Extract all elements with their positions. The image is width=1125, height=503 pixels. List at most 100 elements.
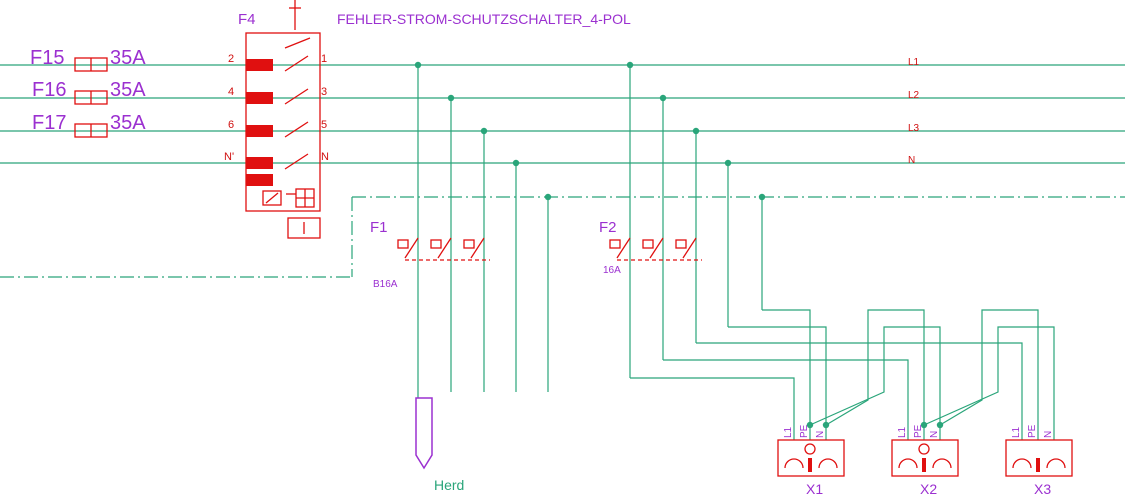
rcd-coil-3: [246, 125, 273, 137]
rcd-switch-5: [284, 153, 309, 170]
f1-trip-3: [463, 239, 475, 249]
rcd-relay: [262, 190, 282, 206]
fuse-f17-rating: 35A: [110, 112, 146, 134]
socket-x1-pin-l1: L1: [783, 426, 794, 438]
socket-x1-pe: [808, 458, 812, 472]
junction: [480, 127, 488, 135]
socket-x3-pe: [1036, 458, 1040, 472]
socket-x3-right: [1046, 458, 1066, 469]
left-fuses: F15 35A F16 35A F17 35A: [30, 47, 146, 138]
f1-switch-1: [404, 237, 419, 259]
bus-label-l3: L3: [908, 123, 920, 134]
rcd-f4: F4 FEHLER-STROM-SCHUTZSCHALTER_4-POL 2 4…: [224, 0, 631, 239]
socket-x2-pe: [922, 458, 926, 472]
n-link-x3: [923, 326, 1055, 440]
x1-l1-wire: [630, 377, 795, 440]
junction: [758, 193, 766, 201]
rcd-coil-5: [246, 174, 273, 186]
f2-trip-1: [609, 239, 621, 249]
f2-switch-2: [649, 237, 664, 259]
socket-x2-name: X2: [920, 481, 937, 497]
breaker-f1: F1 B16A: [370, 219, 490, 290]
breaker-f1-rating: B16A: [373, 279, 398, 290]
rcd-terminal-1: 1: [321, 53, 327, 65]
pe-wire: [762, 309, 811, 440]
socket-x2-pin-l1: L1: [897, 426, 908, 438]
rcd-title: FEHLER-STROM-SCHUTZSCHALTER_4-POL: [337, 11, 631, 27]
fuse-f15-rating: 35A: [110, 47, 146, 69]
rcd-switch-4: [284, 121, 309, 138]
rcd-coil-2: [246, 92, 273, 104]
n-link-x2: [809, 326, 941, 440]
rcd-switch-1: [284, 37, 311, 49]
rcd-terminal-5: 5: [321, 119, 327, 131]
breaker-f2: F2 16A: [599, 219, 702, 276]
breaker-f1-name: F1: [370, 219, 388, 236]
f2-switch-1: [616, 237, 631, 259]
socket-x2-earth: [918, 443, 930, 455]
f2-trip-3: [675, 239, 687, 249]
junction: [544, 193, 552, 201]
bus-label-l2: L2: [908, 90, 920, 101]
x2-l1-wire: [663, 359, 909, 440]
rcd-switch-2: [284, 55, 309, 72]
socket-x2-pin-pe: PE: [913, 424, 924, 438]
socket-x1: L1 PE N X1: [777, 424, 845, 497]
socket-x3-left: [1012, 458, 1032, 469]
tap-wires: [414, 61, 766, 398]
herd-symbol: [415, 397, 433, 470]
junction: [724, 159, 732, 167]
socket-wiring: [630, 309, 1055, 440]
rcd-switch-3: [284, 88, 309, 105]
socket-x2-right: [932, 458, 952, 469]
pe-link-x3: [939, 309, 1039, 440]
f2-trip-2: [642, 239, 654, 249]
fuse-f16-rating: 35A: [110, 79, 146, 101]
junction: [414, 61, 422, 69]
f1-trip-1: [397, 239, 409, 249]
socket-x3-name: X3: [1034, 481, 1051, 497]
junction: [822, 421, 830, 429]
rcd-coil-1: [246, 59, 273, 71]
rcd-coil-4: [246, 157, 273, 169]
junction: [936, 421, 944, 429]
breaker-f2-name: F2: [599, 219, 617, 236]
junction: [920, 421, 928, 429]
socket-x1-right: [818, 458, 838, 469]
junction: [512, 159, 520, 167]
socket-x3-pin-pe: PE: [1027, 424, 1038, 438]
socket-x1-earth: [804, 443, 816, 455]
bus-label-n: N: [908, 155, 915, 166]
bus-labels: L1 L2 L3 N: [908, 57, 920, 166]
rcd-terminal-n-prime: N': [224, 151, 234, 163]
socket-x1-pin-pe: PE: [799, 424, 810, 438]
f2-switch-3: [682, 237, 697, 259]
junction: [447, 94, 455, 102]
socket-x1-left: [784, 458, 804, 469]
socket-x1-box: [777, 439, 845, 477]
socket-x2-left: [898, 458, 918, 469]
herd: Herd: [415, 397, 464, 493]
fuse-f17-name: F17: [32, 112, 66, 134]
breaker-f2-rating: 16A: [603, 265, 621, 276]
rcd-relay-diag: [265, 192, 279, 204]
junction: [626, 61, 634, 69]
junction: [659, 94, 667, 102]
rcd-frame: [245, 32, 321, 212]
rcd-terminal-3: 3: [321, 86, 327, 98]
rcd-terminal-4: 4: [228, 86, 234, 98]
herd-label: Herd: [434, 477, 464, 493]
bus-label-l1: L1: [908, 57, 920, 68]
socket-x3-box: [1005, 439, 1073, 477]
socket-x1-pin-n: N: [815, 431, 826, 438]
fuse-f16-name: F16: [32, 79, 66, 101]
socket-x3: L1 PE N X3: [1005, 424, 1073, 497]
f1-trip-2: [430, 239, 442, 249]
rcd-test-button: [287, 217, 321, 239]
f1-switch-2: [437, 237, 452, 259]
junction: [692, 127, 700, 135]
rcd-terminal-2: 2: [228, 53, 234, 65]
rcd-name: F4: [238, 11, 256, 28]
socket-x1-name: X1: [806, 481, 823, 497]
